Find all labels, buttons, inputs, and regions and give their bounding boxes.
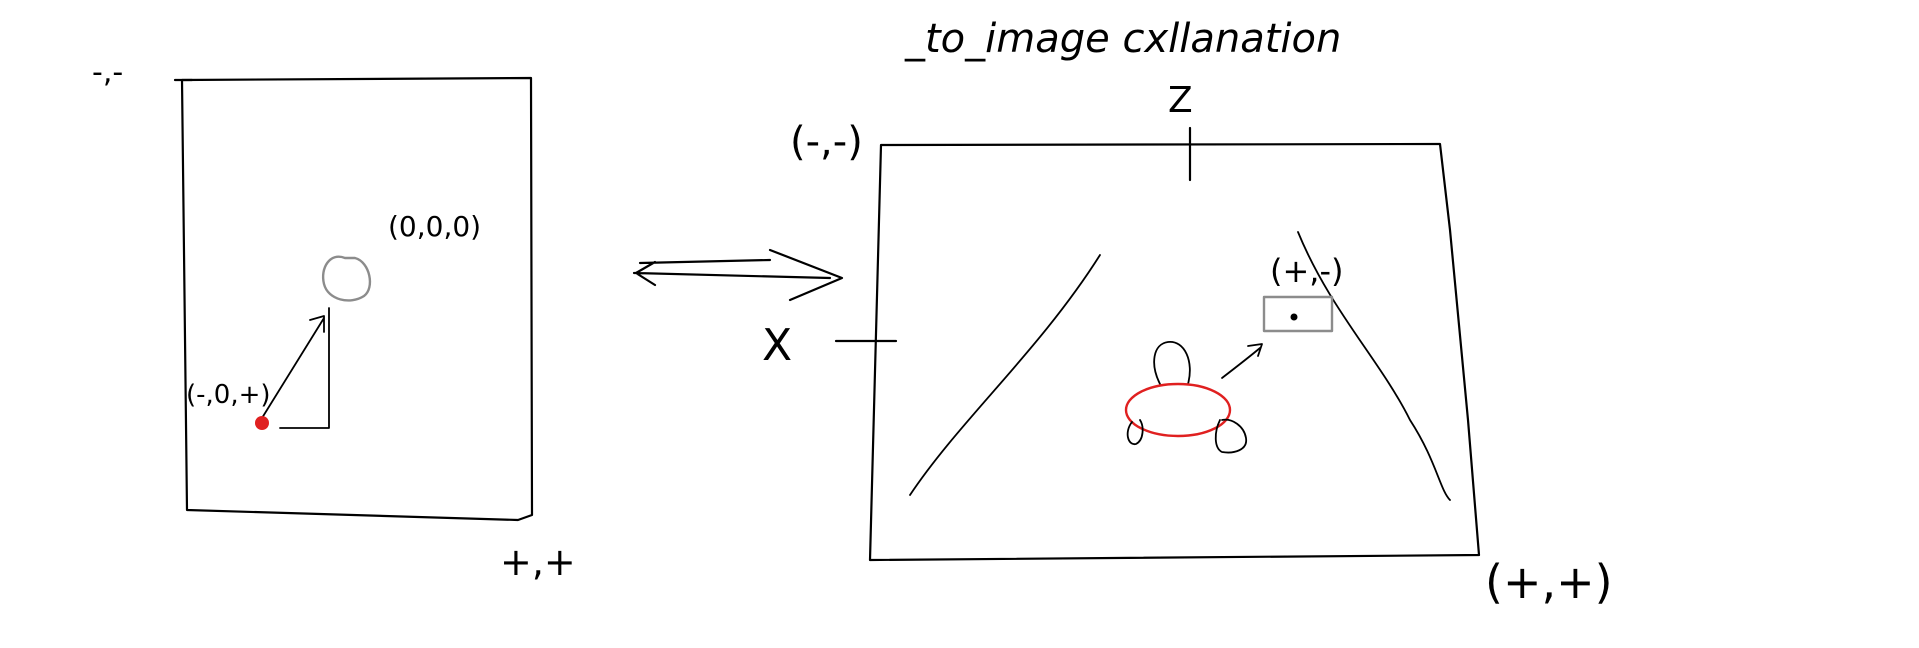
origin-circle xyxy=(321,255,372,302)
vector-arrow xyxy=(261,315,325,419)
perspective-line-left xyxy=(909,254,1101,496)
left-frame xyxy=(180,76,534,522)
right-frame xyxy=(868,142,1481,562)
robot-head xyxy=(1153,341,1191,385)
robot-to-target-arrow xyxy=(1221,343,1263,379)
target-label: (+,-) xyxy=(1270,252,1344,290)
z-axis-label: Z xyxy=(1168,80,1193,121)
point-label: (-,0,+) xyxy=(186,380,271,410)
point-marker xyxy=(255,416,269,430)
target-point xyxy=(1290,313,1298,321)
perspective-line-right xyxy=(1297,231,1451,501)
target-box xyxy=(1262,295,1334,333)
origin-label: (0,0,0) xyxy=(388,210,481,243)
x-axis-label: X xyxy=(762,320,792,371)
robot-body xyxy=(1124,382,1232,438)
left-corner-top-left-label: -,- xyxy=(92,55,123,90)
right-corner-top-left-label: (-,-) xyxy=(790,119,863,165)
left-corner-bottom-right-label: +,+ xyxy=(500,540,576,584)
right-panel: (-,-) (+,+) Z X (+,-) xyxy=(762,80,1613,609)
projection-lines xyxy=(279,307,330,429)
robot-right-wheel xyxy=(1214,418,1247,454)
diagram-title: _to_image cxllanation xyxy=(904,16,1341,62)
right-corner-bottom-right-label: (+,+) xyxy=(1485,555,1613,609)
robot-left-wheel xyxy=(1126,419,1144,445)
left-panel: -,- +,+ (0,0,0) (-,0,+) xyxy=(92,55,576,584)
double-arrow xyxy=(632,248,844,302)
